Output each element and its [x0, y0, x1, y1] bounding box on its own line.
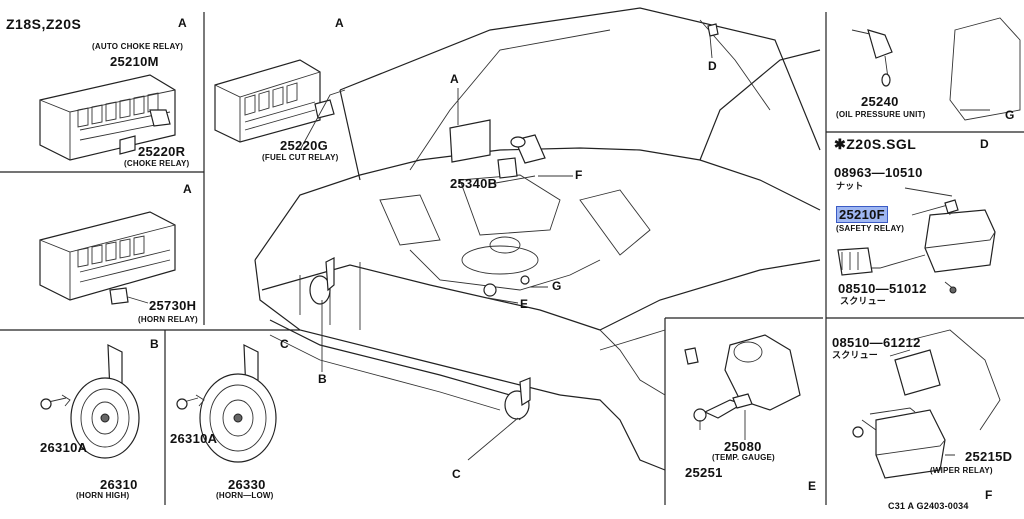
panel-letter-d: D: [980, 137, 989, 151]
part-number-25210F-highlighted[interactable]: 25210F: [836, 206, 888, 223]
vehicle-body-drawing: [254, 7, 821, 471]
oil-pressure-unit-caption: (OIL PRESSURE UNIT): [836, 110, 926, 119]
part-number-25215D: 25215D: [965, 449, 1013, 464]
part-number-26330: 26330: [228, 477, 266, 492]
part-number-25080: 25080: [724, 439, 762, 454]
callout-e: E: [520, 297, 529, 311]
callout-a: A: [450, 72, 459, 86]
temp-gauge-caption: (TEMP. GAUGE): [712, 453, 775, 462]
safety-relay-drawing: [837, 187, 996, 294]
screw-caption-jp: スクリュー: [832, 350, 879, 360]
part-number-25240: 25240: [861, 94, 899, 109]
part-number-25210M: 25210M: [110, 54, 159, 69]
horn-relay-caption: (HORN RELAY): [138, 315, 198, 324]
diagram-code: C31 A G2403-0034: [888, 501, 969, 511]
engine-variant-header: Z18S,Z20S: [6, 16, 82, 32]
choke-relay-caption: (CHOKE RELAY): [124, 159, 190, 168]
wiper-relay-caption: (WIPER RELAY): [930, 466, 993, 475]
part-number-08510-51012: 08510—51012: [838, 281, 927, 296]
callout-c: C: [452, 467, 461, 481]
panel-letter-f: F: [985, 488, 993, 502]
callout-b: B: [318, 372, 327, 386]
part-number-26310A: 26310A: [170, 431, 218, 446]
callout-g: G: [552, 279, 562, 293]
oil-pressure-unit-drawing: [851, 17, 1021, 121]
temp-gauge-drawing: [684, 334, 801, 440]
panel-letter-a: A: [178, 16, 187, 30]
part-number-26310: 26310: [100, 477, 138, 492]
panel-letter-c: C: [280, 337, 289, 351]
screw-caption-jp: スクリュー: [840, 296, 887, 306]
callout-f: F: [575, 168, 583, 182]
part-number-26310A: 26310A: [40, 440, 88, 455]
part-number-25340B: 25340B: [450, 176, 498, 191]
horn-high-drawing: [40, 344, 140, 459]
horn-low-drawing: [176, 344, 277, 463]
horn-low-caption: (HORN—LOW): [216, 491, 274, 500]
panel-letter-a: A: [183, 182, 192, 196]
part-number-25730H: 25730H: [149, 298, 197, 313]
panel-letter-b: B: [150, 337, 159, 351]
variant-header-z20s-sgl: ✱Z20S.SGL: [834, 136, 917, 152]
part-number-08510-61212: 08510—61212: [832, 335, 921, 350]
callout-d: D: [708, 59, 717, 73]
auto-choke-relay-caption: (AUTO CHOKE RELAY): [92, 42, 184, 51]
panel-letter-e: E: [808, 479, 817, 493]
fuel-cut-relay-block: [214, 59, 335, 143]
part-number-08963-10510: 08963—10510: [834, 165, 923, 180]
horn-relay-block: [39, 211, 176, 305]
panel-letter-a: A: [335, 16, 344, 30]
horn-high-caption: (HORN HIGH): [76, 491, 130, 500]
part-number-25220R: 25220R: [138, 144, 186, 159]
fuel-cut-relay-caption: (FUEL CUT RELAY): [262, 153, 339, 162]
part-number-25251: 25251: [685, 465, 723, 480]
part-number-25220G: 25220G: [280, 138, 329, 153]
auto-choke-relay-block: [39, 74, 176, 161]
nut-caption-jp: ナット: [836, 181, 864, 191]
panel-letter-g: G: [1005, 108, 1015, 122]
wiper-relay-drawing: [852, 329, 1001, 479]
safety-relay-caption: (SAFETY RELAY): [836, 224, 905, 233]
